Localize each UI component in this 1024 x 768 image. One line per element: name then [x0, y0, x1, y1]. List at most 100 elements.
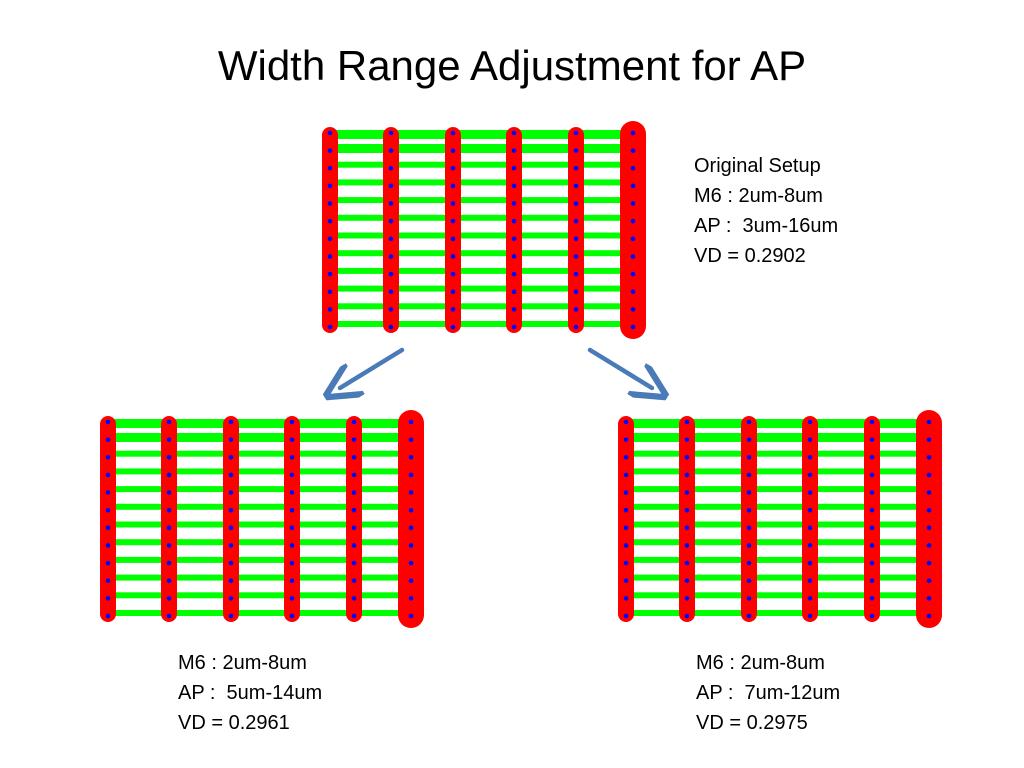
via-dot [926, 560, 932, 566]
via-dot [351, 578, 357, 584]
metal-finger [741, 416, 757, 622]
via-dot [327, 289, 333, 295]
via-dot [450, 271, 456, 277]
via-dot [573, 254, 579, 259]
via-dot [408, 454, 414, 460]
via-dot [926, 596, 932, 601]
via-dot [684, 507, 690, 513]
metal-bar [328, 232, 636, 239]
via-dot [289, 437, 295, 442]
metal-bar [624, 486, 932, 493]
via-dot [623, 578, 629, 584]
via-dot [388, 183, 394, 189]
via-dot [450, 165, 456, 171]
via-dot [228, 419, 234, 425]
via-dot [746, 596, 752, 601]
via-dot [630, 218, 636, 224]
metal-finger [223, 416, 239, 622]
via-dot [289, 596, 295, 601]
via-dot [511, 289, 517, 295]
info-line: AP : 3um-16um [694, 215, 839, 237]
via-dot [573, 307, 579, 312]
metal-bar [624, 556, 932, 563]
metal-finger [618, 416, 634, 622]
via-dot [388, 218, 394, 224]
via-dot [289, 490, 295, 495]
via-dot [869, 437, 875, 442]
metal-bar [328, 214, 636, 221]
grid-variant-b [618, 410, 942, 628]
metal-finger [916, 410, 942, 628]
via-dot [388, 148, 394, 153]
metal-bar [328, 179, 636, 186]
via-dot [450, 324, 456, 330]
via-dot [228, 596, 234, 601]
via-dot [869, 560, 875, 566]
via-dot [807, 613, 813, 619]
via-dot [511, 183, 517, 189]
metal-bar [106, 610, 414, 616]
metal-bar [624, 503, 932, 510]
via-dot [289, 543, 295, 548]
via-dot [351, 454, 357, 460]
via-dot [630, 183, 636, 189]
via-dot [869, 507, 875, 513]
metal-bar [106, 419, 414, 428]
metal-finger [398, 410, 424, 628]
via-dot [684, 578, 690, 584]
via-dot [388, 165, 394, 171]
via-dot [807, 560, 813, 566]
via-dot [746, 472, 752, 478]
metal-bar [106, 539, 414, 546]
via-dot [869, 472, 875, 478]
via-dot [105, 490, 111, 495]
via-dot [684, 613, 690, 619]
info-line: AP : 5um-14um [178, 682, 323, 704]
via-dot [228, 543, 234, 548]
via-dot [450, 201, 456, 206]
via-dot [351, 490, 357, 495]
info-line: M6 : 2um-8um [696, 652, 825, 674]
via-dot [105, 560, 111, 566]
via-dot [684, 419, 690, 425]
via-dot [573, 236, 579, 242]
via-dot [327, 236, 333, 242]
via-dot [573, 289, 579, 295]
via-dot [166, 525, 172, 531]
via-dot [623, 613, 629, 619]
via-dot [351, 613, 357, 619]
via-dot [289, 454, 295, 460]
via-dot [511, 148, 517, 153]
info-line: VD = 0.2975 [696, 712, 808, 734]
metal-bar [328, 250, 636, 257]
via-dot [926, 437, 932, 442]
via-dot [746, 490, 752, 495]
via-dot [327, 148, 333, 153]
via-dot [926, 613, 932, 619]
via-dot [105, 525, 111, 531]
via-dot [630, 271, 636, 277]
via-dot [166, 490, 172, 495]
info-line: M6 : 2um-8um [694, 185, 823, 207]
via-dot [746, 525, 752, 531]
via-dot [623, 525, 629, 531]
via-dot [746, 613, 752, 619]
info-variant-a: M6 : 2um-8um AP : 5um-14um VD = 0.2961 [178, 648, 322, 738]
metal-bar [106, 468, 414, 475]
via-dot [289, 578, 295, 584]
via-dot [166, 507, 172, 513]
via-dot [105, 613, 111, 619]
via-dot [450, 254, 456, 259]
via-dot [684, 454, 690, 460]
via-dot [327, 201, 333, 206]
via-dot [450, 183, 456, 189]
via-dot [327, 218, 333, 224]
via-dot [408, 472, 414, 478]
via-dot [408, 437, 414, 442]
metal-bar [328, 285, 636, 292]
via-dot [630, 307, 636, 312]
via-dot [623, 596, 629, 601]
via-dot [105, 472, 111, 478]
metal-bar [624, 574, 932, 581]
via-dot [105, 454, 111, 460]
